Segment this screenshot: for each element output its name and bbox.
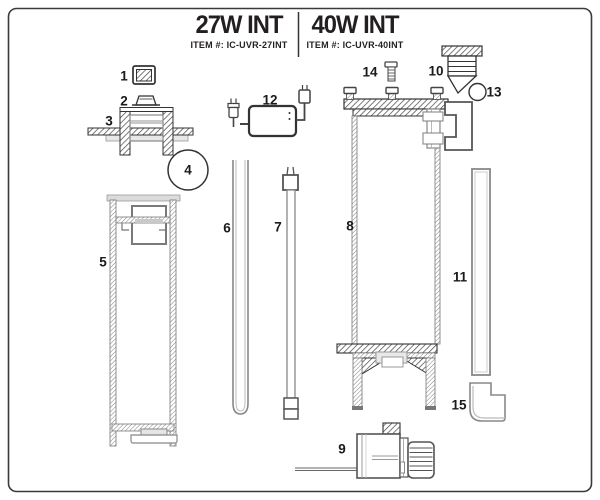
header-27w: 27W INT ITEM #: IC-UVR-27INT: [158, 11, 320, 51]
header-40w: 40W INT ITEM #: IC-UVR-40INT: [276, 11, 434, 51]
part-9-pump-drawing: [295, 422, 435, 479]
title-27w: 27W INT: [195, 11, 283, 39]
part-11-quartz-sleeve-40w-drawing: [471, 168, 491, 376]
part-label-2: 2: [120, 93, 128, 109]
part-10-barb-fitting-drawing: [441, 45, 483, 95]
part-2-gasket-drawing: [132, 95, 160, 106]
part-12-ballast-drawing: [227, 85, 311, 138]
part-label-12: 12: [262, 92, 278, 108]
part-15-elbow-drawing: [469, 382, 506, 422]
part-label-15: 15: [451, 397, 467, 413]
part-label-8: 8: [346, 218, 354, 234]
part-7-uv-lamp-drawing: [282, 166, 299, 420]
part-label-13: 13: [486, 84, 502, 100]
part-6-quartz-sleeve-drawing: [232, 160, 249, 415]
part-label-5: 5: [99, 254, 107, 270]
item-number-40w: ITEM #: IC-UVR-40INT: [306, 40, 404, 50]
part-label-4: 4: [184, 162, 192, 178]
part-13-oring-drawing: [468, 82, 487, 102]
part-label-3: 3: [105, 113, 113, 129]
part-label-7: 7: [274, 219, 282, 235]
part-label-1: 1: [120, 68, 128, 84]
part-14-screw-drawing: [384, 61, 398, 82]
item-number-27w: ITEM #: IC-UVR-27INT: [190, 40, 288, 50]
part-4-oring-drawing: [167, 149, 209, 191]
part-label-10: 10: [428, 63, 444, 79]
part-label-9: 9: [338, 441, 346, 457]
part-5-housing-27w-drawing: [106, 194, 181, 447]
part-label-14: 14: [362, 64, 378, 80]
title-40w: 40W INT: [311, 11, 399, 39]
part-1-end-cap-drawing: [132, 65, 156, 85]
part-8-housing-40w-drawing: [336, 86, 473, 410]
part-label-11: 11: [452, 269, 468, 285]
part-3-bracket-drawing: [87, 107, 194, 156]
part-label-6: 6: [223, 220, 231, 236]
